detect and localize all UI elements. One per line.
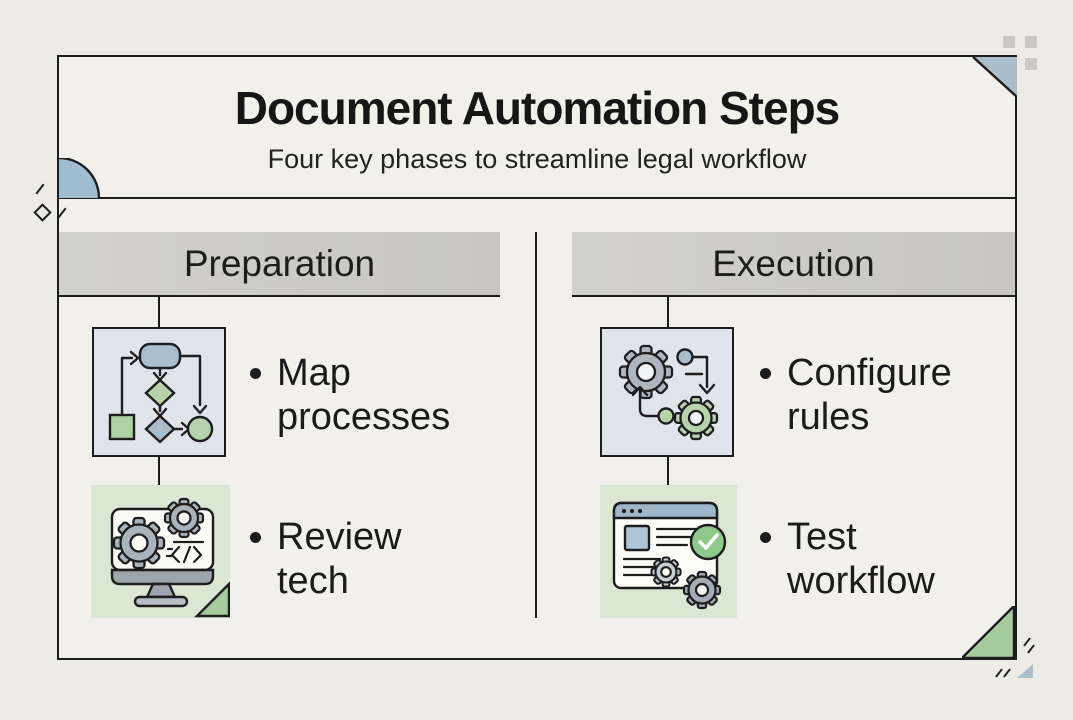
browser-checklist-icon: [600, 485, 737, 618]
bullet-dot: [760, 532, 771, 543]
bullet-dot: [760, 368, 771, 379]
sparkle-slash-icon: [1003, 668, 1011, 678]
column-header-execution: Execution: [572, 232, 1015, 297]
column-divider: [535, 232, 537, 618]
corner-dot-square: [1025, 36, 1037, 48]
page-subtitle: Four key phases to streamline legal work…: [267, 144, 807, 174]
small-triangle-icon: [1017, 664, 1033, 678]
column-header-preparation: Preparation: [59, 232, 500, 297]
list-item-map-processes: Map processes: [250, 351, 457, 439]
item-label: Configure rules: [787, 352, 952, 438]
flowchart-icon: [92, 327, 226, 457]
column-title: Preparation: [183, 242, 376, 284]
header-panel: Document Automation Steps Four key phase…: [57, 55, 1017, 199]
column-title: Execution: [712, 242, 875, 284]
quarter-circle-icon: [59, 158, 100, 199]
list-item-configure-rules: Configure rules: [760, 351, 967, 439]
sparkle-slash-icon: [1023, 637, 1031, 647]
corner-triangle-icon: [962, 606, 1016, 659]
item-label: Test workflow: [787, 516, 935, 602]
folded-corner-icon: [972, 57, 1017, 98]
list-item-test-workflow: Test workflow: [760, 515, 967, 603]
sparkle-slash-icon: [995, 668, 1003, 678]
item-label: Map processes: [277, 352, 451, 438]
bullet-dot: [250, 532, 261, 543]
list-item-review-tech: Review tech: [250, 515, 457, 603]
item-label: Review tech: [277, 516, 402, 602]
corner-dot-square: [1003, 36, 1015, 48]
sparkle-diamond-icon: [33, 203, 52, 222]
bullet-dot: [250, 368, 261, 379]
sparkle-slash-icon: [35, 183, 45, 195]
corner-dot-square: [1025, 58, 1037, 70]
page-title: Document Automation Steps: [234, 82, 841, 134]
monitor-gears-icon: [91, 485, 230, 618]
sparkle-slash-icon: [1027, 644, 1035, 654]
gears-process-icon: [600, 327, 734, 457]
